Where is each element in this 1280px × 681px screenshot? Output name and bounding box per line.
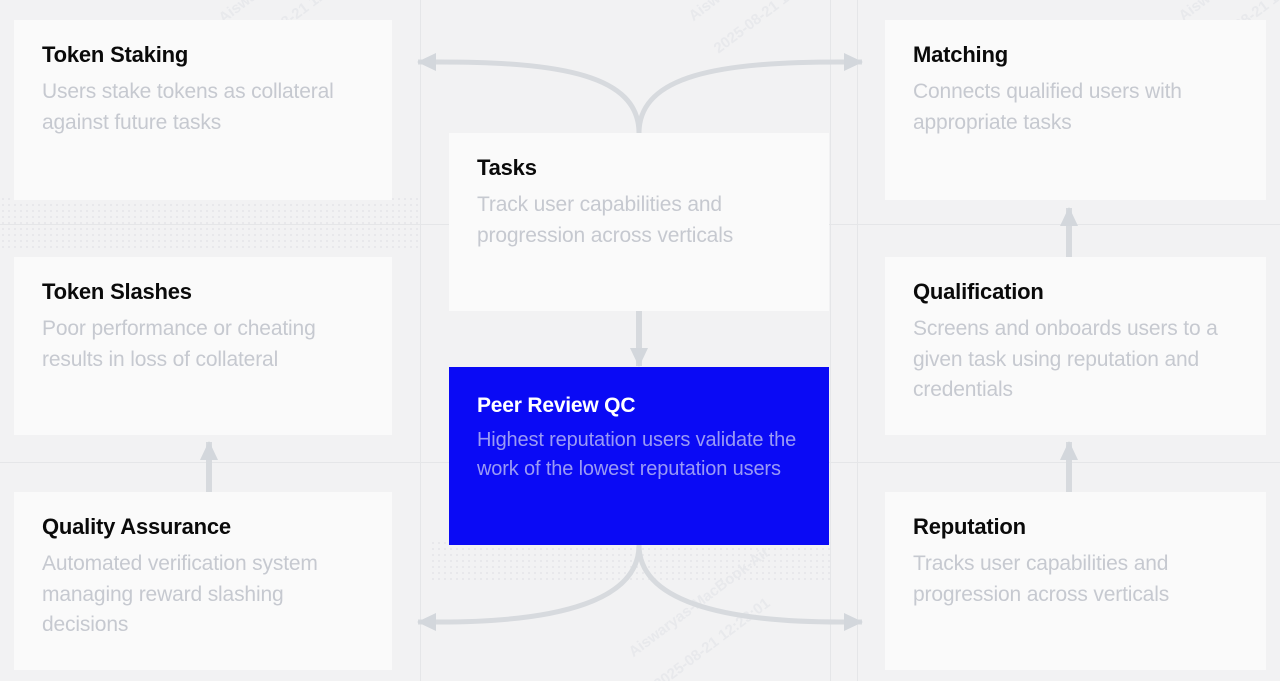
watermark-line2: 2025-08-21 12:23:01 (710, 0, 834, 57)
gridline-vertical-left (420, 0, 421, 681)
card-description: Connects qualified users with appropriat… (913, 80, 1182, 134)
watermark-line2: 2025-08-21 12:23:01 (650, 594, 774, 681)
connector-tasks-to-matching (636, 53, 863, 134)
card-reputation[interactable]: Reputation Tracks user capabilities and … (885, 492, 1266, 670)
card-description: Users stake tokens as collateral against… (42, 80, 334, 134)
texture-band-left (0, 196, 420, 252)
card-title: Quality Assurance (42, 514, 231, 539)
card-token-slashes[interactable]: Token Slashes Poor performance or cheati… (14, 257, 392, 435)
card-tasks[interactable]: Tasks Track user capabilities and progre… (449, 133, 829, 311)
card-title: Matching (913, 42, 1008, 67)
card-title: Reputation (913, 514, 1026, 539)
watermark-line1: Aiswaryas-MacBook-Air (625, 543, 774, 661)
card-description: Tracks user capabilities and progression… (913, 552, 1170, 606)
card-token-staking[interactable]: Token Staking Users stake tokens as coll… (14, 20, 392, 200)
card-title: Peer Review QC (477, 394, 636, 417)
watermark-bottom-center: Aiswaryas-MacBook-Air 2025-08-21 12:23:0… (600, 527, 811, 681)
watermark-line1: Aiswaryas-MacBook-Air (686, 0, 833, 25)
texture-band-right (430, 540, 830, 580)
watermark-top-center: Aiswaryas-MacBook-Air 2025-08-21 12:23:0… (660, 0, 871, 85)
card-quality-assurance[interactable]: Quality Assurance Automated verification… (14, 492, 392, 670)
card-title: Token Slashes (42, 279, 192, 304)
card-peer-review-qc[interactable]: Peer Review QC Highest reputation users … (449, 367, 829, 545)
gridline-vertical-mid (830, 0, 831, 681)
card-title: Tasks (477, 155, 537, 180)
card-description: Screens and onboards users to a given ta… (913, 317, 1218, 401)
connector-peer-review-to-reputation (636, 544, 863, 631)
card-description: Poor performance or cheating results in … (42, 317, 316, 371)
card-matching[interactable]: Matching Connects qualified users with a… (885, 20, 1266, 200)
connector-peer-review-to-quality-assurance (417, 544, 642, 631)
card-description: Track user capabilities and progression … (477, 193, 734, 247)
card-description: Automated verification system managing r… (42, 552, 318, 636)
card-title: Token Staking (42, 42, 189, 67)
connector-tasks-to-token-staking (417, 53, 642, 134)
card-title: Qualification (913, 279, 1044, 304)
card-qualification[interactable]: Qualification Screens and onboards users… (885, 257, 1266, 435)
card-description: Highest reputation users validate the wo… (477, 429, 797, 480)
gridline-vertical-right (857, 0, 858, 681)
